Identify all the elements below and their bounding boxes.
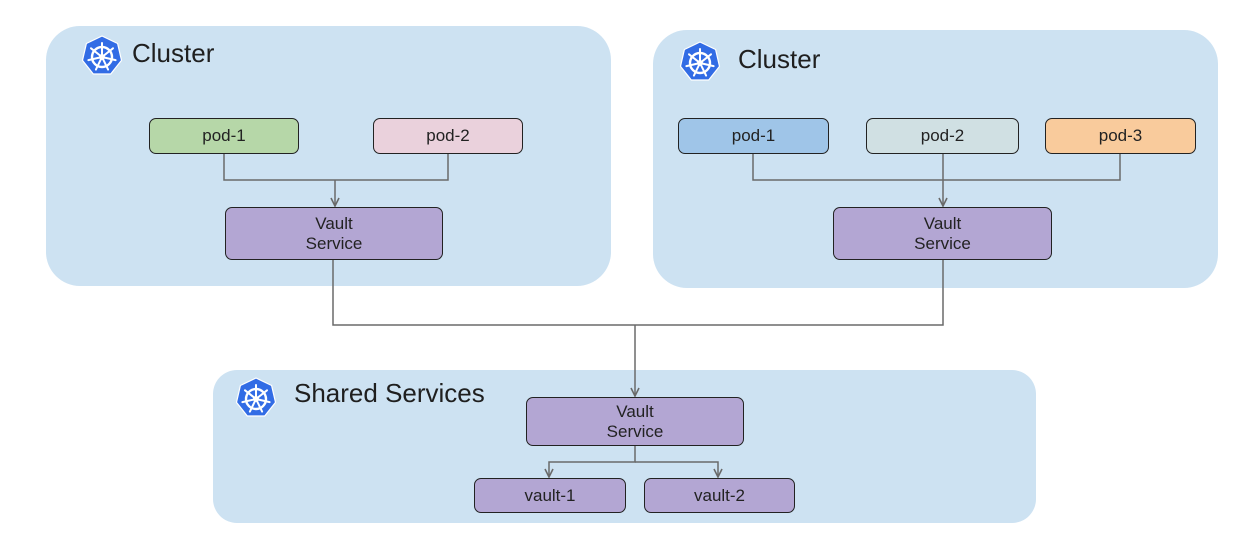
vault-service-line1: Vault	[315, 213, 353, 233]
pod-node: pod-2	[866, 118, 1019, 154]
vault-service-line1: Vault	[923, 213, 962, 233]
vault-instance-node: vault-1	[474, 478, 626, 513]
pod-node: pod-1	[678, 118, 829, 154]
connector-services-joined	[332, 260, 944, 326]
shared-services-title: Shared Services	[294, 378, 485, 408]
pod-node: pod-2	[373, 118, 523, 154]
pod-node: pod-3	[1045, 118, 1196, 154]
vault-service-line1: Vault	[616, 401, 654, 421]
vault-service-line2: Service	[914, 233, 971, 253]
connector-shared-to-vault-1	[549, 446, 636, 476]
vault-service-line2: Service	[606, 421, 664, 441]
pod-node: pod-1	[149, 118, 299, 154]
vault-service-node: Vault Service	[225, 207, 443, 260]
cluster-title-1: Cluster	[132, 38, 215, 68]
cluster-title-2: Cluster	[738, 44, 821, 74]
vault-service-line2: Service	[305, 233, 363, 253]
connector-shared-to-vault-2	[635, 461, 718, 476]
connector-c2-pods	[752, 154, 1121, 181]
shared-vault-service-node: Vault Service	[526, 397, 744, 446]
vault-instance-node: vault-2	[644, 478, 795, 513]
connector-c1-pod1	[223, 154, 449, 181]
vault-service-node: Vault Service	[833, 207, 1052, 260]
